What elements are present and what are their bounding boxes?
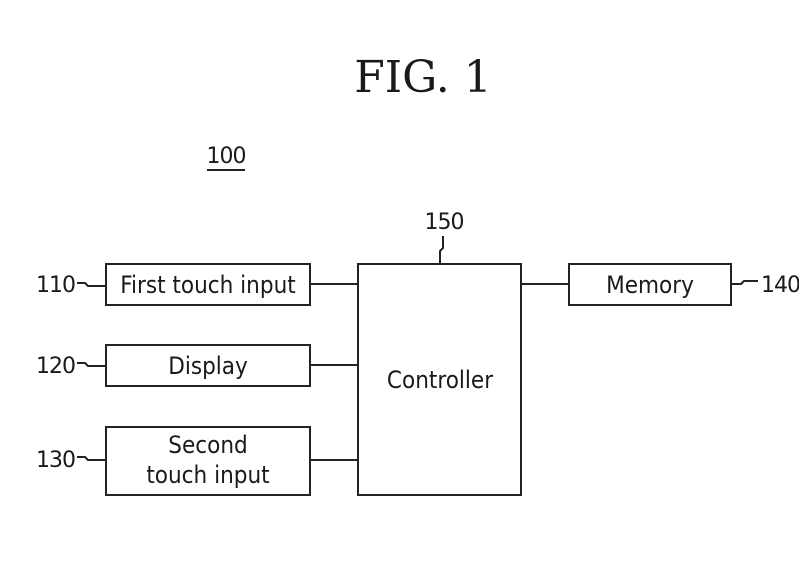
block-first-touch-input: First touch input <box>105 263 311 306</box>
block-label: Display <box>168 352 248 380</box>
block-label: First touch input <box>120 271 295 299</box>
block-label: Memory <box>606 271 694 299</box>
leader-120 <box>77 362 106 367</box>
block-label: Controller <box>387 366 493 394</box>
ref-130: 130 <box>36 448 75 473</box>
ref-150: 150 <box>425 210 464 235</box>
ref-120: 120 <box>36 354 75 379</box>
figure-title: FIG. 1 <box>354 52 491 103</box>
leader-140 <box>731 280 758 285</box>
system-ref: 100 <box>207 144 246 169</box>
leader-110 <box>77 282 106 287</box>
ref-140: 140 <box>761 273 799 298</box>
ref-110: 110 <box>36 273 75 298</box>
block-label-line2: touch input <box>146 461 269 489</box>
leader-130 <box>77 456 106 461</box>
leader-150 <box>439 236 444 264</box>
block-label-line1: Second <box>168 431 247 459</box>
block-second-touch-input: Second touch input <box>105 426 311 496</box>
block-controller: Controller <box>357 263 522 496</box>
block-memory: Memory <box>568 263 732 306</box>
block-display: Display <box>105 344 311 387</box>
